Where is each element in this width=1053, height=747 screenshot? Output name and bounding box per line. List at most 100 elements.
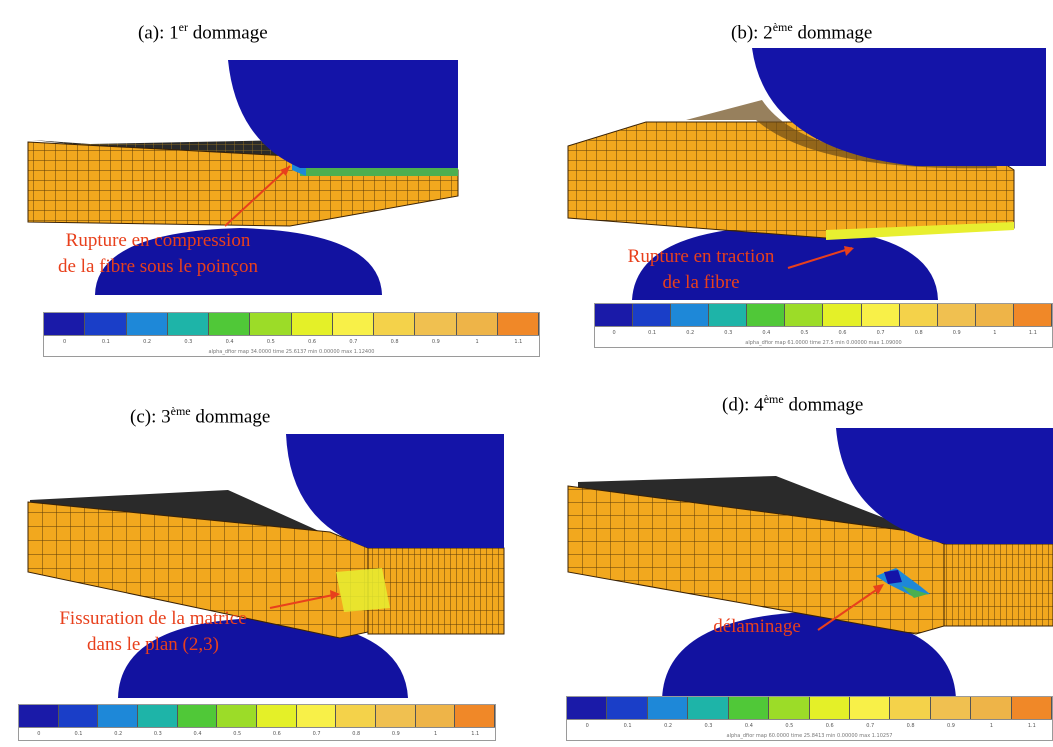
colorbar-segment <box>607 697 648 719</box>
colorbar-segment <box>415 705 456 727</box>
colorbar-segment <box>58 705 99 727</box>
colorbar-scale <box>44 313 539 336</box>
colorbar-segment <box>747 304 786 326</box>
colorbar-tick-label: 0.5 <box>266 339 275 345</box>
colorbar-tick-label: 0.6 <box>825 723 834 729</box>
colorbar-tick-label: 0.5 <box>233 731 242 737</box>
damage-label-d: délaminage <box>713 616 801 637</box>
colorbar-segment <box>126 313 168 335</box>
colorbar-tick-label: 1.1 <box>1027 723 1036 729</box>
colorbar-note: alpha_dfior map 60.0000 time 25.8413 min… <box>726 733 893 739</box>
fem-scene-d <box>567 428 1053 700</box>
colorbar-segment <box>930 697 972 719</box>
colorbar-segment <box>44 313 86 335</box>
colorbar-tick-label: 0.8 <box>352 731 361 737</box>
colorbar-tick-label: 0.9 <box>391 731 400 737</box>
colorbar-tick-label: 0.5 <box>800 330 809 336</box>
colorbar-segment <box>709 304 748 326</box>
colorbar-tick-label: 0 <box>585 723 589 729</box>
support-cylinder-c <box>118 618 408 698</box>
colorbar-segment <box>937 304 976 326</box>
colorbar-tick-label: 0.4 <box>193 731 202 737</box>
colorbar-tick-label: 0.4 <box>744 723 753 729</box>
colorbar-scale <box>19 705 496 728</box>
panel-b: (b): 2ème dommage Rupture en traction de… <box>526 0 1053 372</box>
colorbar-segment <box>633 304 672 326</box>
colorbar-segment <box>688 697 729 719</box>
colorbar-segment <box>785 304 824 326</box>
colorbar-tick-label: 0.3 <box>184 339 193 345</box>
colorbar-segment <box>257 705 297 727</box>
colorbar-tick-label: 0.9 <box>947 723 955 729</box>
colorbar-segment <box>209 313 251 335</box>
colorbar-tick-label: 0.7 <box>349 339 358 345</box>
colorbar-segment <box>595 304 634 326</box>
colorbar-segment <box>975 304 1014 326</box>
colorbar-tick-label: 0.2 <box>664 723 673 729</box>
colorbar-segment <box>296 705 337 727</box>
colorbar-segment <box>138 705 178 727</box>
punch-c <box>286 434 504 548</box>
colorbar-tick-label: 0.2 <box>114 731 123 737</box>
colorbar-tick-label: 0.7 <box>866 723 875 729</box>
colorbar-tick-label: 1 <box>433 731 438 737</box>
colorbar-segment <box>167 313 209 335</box>
panel-c: (c): 3ème dommage Fissuration de la matr… <box>0 372 526 747</box>
damage-label-b: Rupture en traction de la fibre <box>627 246 775 293</box>
colorbar-tick-label: 0.1 <box>648 330 657 336</box>
punch-a <box>228 60 458 168</box>
colorbar-tick-label: 0.8 <box>906 723 915 729</box>
annotation-arrow-d <box>817 585 883 631</box>
fem-scene-c <box>27 434 505 698</box>
colorbar-segment <box>890 697 931 719</box>
colorbar-tick-label: 0.2 <box>686 330 695 336</box>
colorbar-segment <box>769 697 810 719</box>
colorbar-segment <box>98 705 139 727</box>
colorbar-segment <box>415 313 457 335</box>
colorbar-segment <box>19 705 59 727</box>
colorbar-segment <box>456 313 498 335</box>
colorbar-segment <box>85 313 127 335</box>
colorbar-tick-label: 0 <box>612 330 616 336</box>
colorbar-tick-label: 0 <box>63 339 67 345</box>
colorbar-segment <box>809 697 850 719</box>
panel-title-b: (b): 2ème dommage <box>731 20 873 44</box>
annotation-arrow-c <box>269 593 339 609</box>
colorbar-tick-label: 0.5 <box>785 723 794 729</box>
colorbar-tick-label: 0.3 <box>704 723 713 729</box>
colorbar-tick-label: 0.1 <box>101 339 110 345</box>
support-cylinder-a <box>95 228 382 295</box>
colorbar-tick-label: 0.9 <box>431 339 440 345</box>
colorbar-segment <box>250 313 292 335</box>
colorbar-segment <box>336 705 377 727</box>
colorbar-segment <box>671 304 710 326</box>
colorbar-tick-label: 0.6 <box>272 731 281 737</box>
colorbar-tick-label: 0.2 <box>143 339 152 345</box>
colorbar-tick-label: 0.1 <box>74 731 83 737</box>
colorbar-tick-label: 1 <box>993 330 997 336</box>
colorbar-scale <box>567 697 1053 720</box>
colorbar-scale <box>595 304 1052 327</box>
colorbar-tick-label: 1.1 <box>514 339 523 345</box>
panel-a: (a): 1er dommage Rupture en compression … <box>0 0 540 372</box>
damage-label-c: Fissuration de la matrice dans le plan (… <box>59 608 247 655</box>
colorbar-segment <box>291 313 333 335</box>
colorbar-segment <box>177 705 218 727</box>
colorbar-tick-label: 0 <box>37 731 41 737</box>
panel-title-d: (d): 4ème dommage <box>722 392 864 416</box>
colorbar-tick-label: 1 <box>989 723 994 729</box>
colorbar-segment <box>376 705 416 727</box>
panel-title-a: (a): 1er dommage <box>138 20 268 44</box>
colorbar-segment <box>1011 697 1053 719</box>
colorbar-segment <box>374 313 416 335</box>
colorbar-tick-label: 1 <box>475 339 479 345</box>
colorbar-tick-label: 0.7 <box>876 330 885 336</box>
colorbar-tick-label: 0.6 <box>308 339 317 345</box>
damage-label-a: Rupture en compression de la fibre sous … <box>58 230 258 277</box>
